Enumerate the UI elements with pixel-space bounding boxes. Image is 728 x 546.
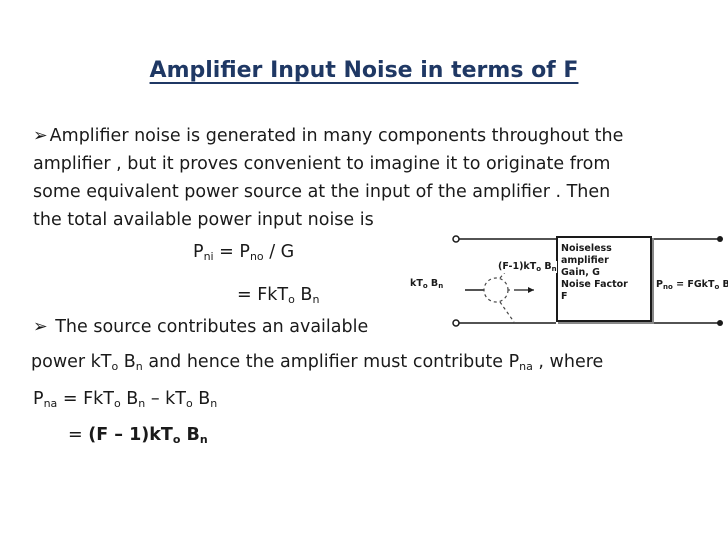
para1-line3: some equivalent power source at the inpu… bbox=[33, 182, 611, 202]
para2-line1: The source contributes an available bbox=[49, 317, 369, 337]
equation-pni: Pni = Pno / G bbox=[193, 242, 295, 263]
para2-line2: power kTo Bn and hence the amplifier mus… bbox=[31, 352, 604, 373]
box-label-4: Noise Factor bbox=[561, 279, 628, 290]
para2-line3: Pna = FkTo Bn – kTo Bn bbox=[33, 389, 218, 410]
paragraph-line: ➢ The source contributes an available bbox=[33, 315, 368, 339]
para1-line4: the total available power input noise is bbox=[33, 210, 374, 230]
output-noise-label: Pno = FGkTo Bn bbox=[656, 279, 728, 291]
box-label-1: Noiseless bbox=[561, 243, 612, 254]
source-noise-label: kTo Bn bbox=[410, 278, 444, 290]
slide-title: Amplifier Input Noise in terms of F bbox=[149, 58, 579, 83]
arrow-bullet-icon: ➢ bbox=[33, 126, 48, 146]
internal-noise-label: (F-1)kTo Bn bbox=[498, 261, 557, 273]
box-label-2: amplifier bbox=[561, 255, 609, 266]
paragraph-line: ➢Amplifier noise is generated in many co… bbox=[33, 124, 623, 148]
para1-line1: Amplifier noise is generated in many com… bbox=[49, 126, 624, 146]
para2-line4: = (F – 1)kTo Bn bbox=[68, 425, 208, 446]
noiseless-amplifier-box: Noiseless amplifier Gain, G Noise Factor… bbox=[556, 236, 652, 322]
equation-fkto: = FkTo Bn bbox=[237, 285, 320, 306]
box-label-3: Gain, G bbox=[561, 267, 600, 278]
box-label-5: F bbox=[561, 291, 568, 302]
para1-line2: amplifier , but it proves convenient to … bbox=[33, 154, 611, 174]
noise-amplifier-diagram: Noiseless amplifier Gain, G Noise Factor… bbox=[410, 232, 728, 332]
arrow-bullet-icon: ➢ bbox=[33, 317, 48, 337]
diagram-wires bbox=[452, 235, 723, 327]
